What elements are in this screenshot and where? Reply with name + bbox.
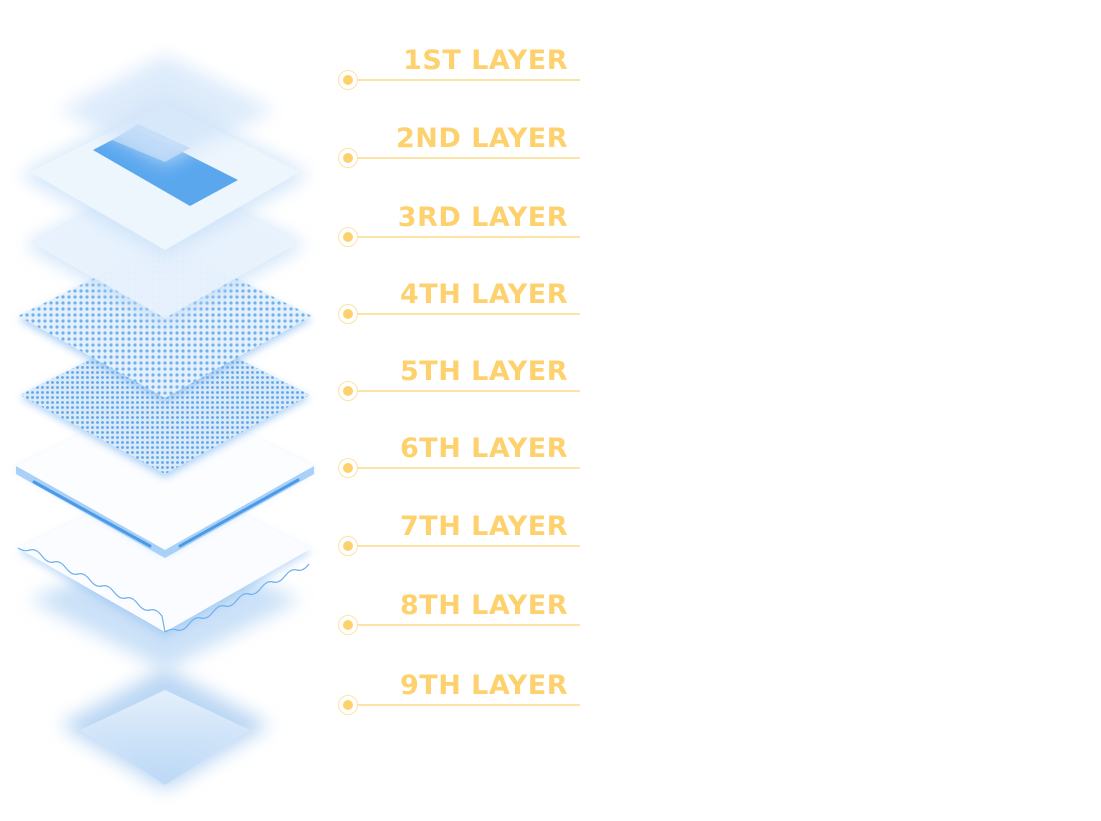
leader-line [350, 467, 580, 469]
layer-label-row-5: 5TH LAYER [338, 356, 580, 401]
bullet-dot-icon [338, 304, 358, 324]
bullet-dot-icon [338, 70, 358, 90]
layer-label-row-1: 1ST LAYER [338, 45, 580, 90]
layer-label-text: 6TH LAYER [399, 433, 568, 464]
bullet-dot-icon [338, 148, 358, 168]
layer-label-text: 1ST LAYER [403, 45, 568, 76]
layer-label-row-6: 6TH LAYER [338, 433, 580, 478]
layer-label-row-9: 9TH LAYER [338, 670, 580, 715]
leader-line [350, 313, 580, 315]
leader-line [350, 624, 580, 626]
leader-line [350, 704, 580, 706]
leader-line [350, 390, 580, 392]
layer-label-text: 7TH LAYER [399, 511, 568, 542]
bullet-dot-icon [338, 695, 358, 715]
layer-label-row-3: 3RD LAYER [338, 202, 580, 247]
layer-label-row-2: 2ND LAYER [338, 123, 580, 168]
layer-label-row-8: 8TH LAYER [338, 590, 580, 635]
layer-1-shape [60, 55, 275, 165]
leader-line [350, 236, 580, 238]
layer-9-shape [60, 668, 270, 790]
layer-label-text: 8TH LAYER [399, 590, 568, 621]
layer-label-text: 3RD LAYER [397, 202, 568, 233]
bullet-dot-icon [338, 458, 358, 478]
leader-line [350, 79, 580, 81]
layer-label-text: 9TH LAYER [399, 670, 568, 701]
bullet-dot-icon [338, 536, 358, 556]
bullet-dot-icon [338, 227, 358, 247]
layer-stack-illustration [16, 55, 314, 790]
layer-label-text: 2ND LAYER [396, 123, 568, 154]
layer-label-row-4: 4TH LAYER [338, 279, 580, 324]
layer-label-text: 5TH LAYER [399, 356, 568, 387]
layer-label-row-7: 7TH LAYER [338, 511, 580, 556]
layer-label-text: 4TH LAYER [399, 279, 568, 310]
bullet-dot-icon [338, 615, 358, 635]
leader-line [350, 157, 580, 159]
leader-line [350, 545, 580, 547]
bullet-dot-icon [338, 381, 358, 401]
